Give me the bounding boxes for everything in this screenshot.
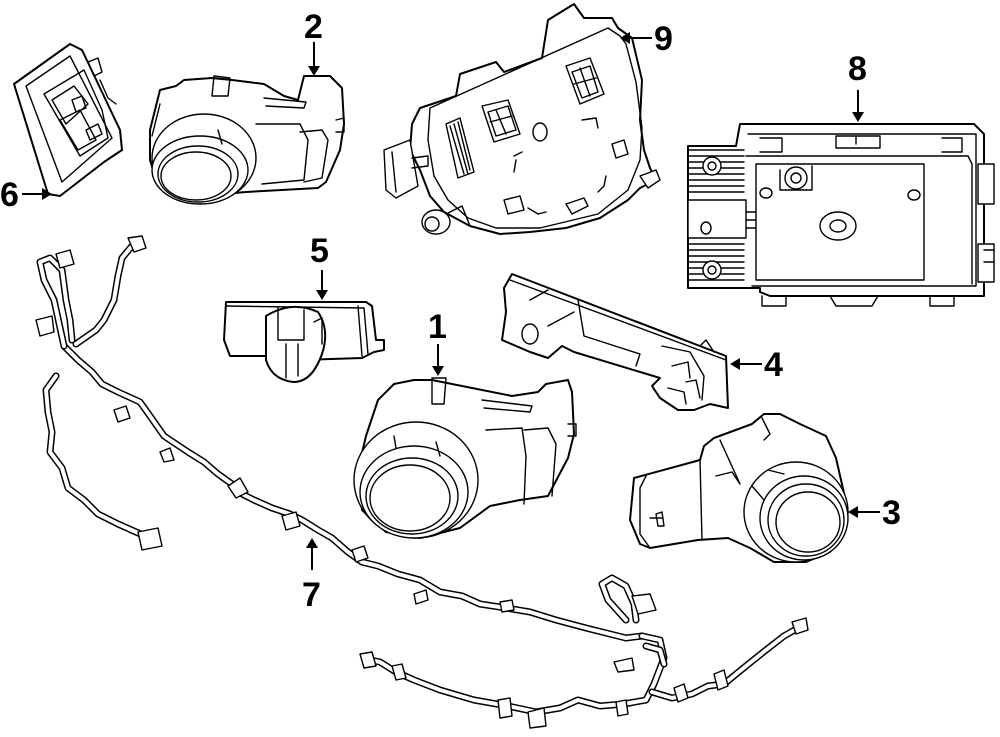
callout-9: 9 [620, 20, 673, 58]
callout-number: 5 [310, 232, 329, 270]
callout-7: 7 [302, 538, 321, 614]
callout-8: 8 [848, 50, 867, 122]
part-6-bezel-frame[interactable] [13, 43, 123, 197]
callout-number: 9 [654, 20, 673, 58]
callout-number: 8 [848, 50, 867, 88]
callout-number: 1 [428, 308, 447, 346]
arrowhead-icon [852, 112, 864, 122]
arrowhead-icon [620, 32, 630, 44]
callout-2: 2 [304, 8, 323, 76]
callout-1: 1 [428, 308, 447, 376]
callout-number: 4 [764, 346, 783, 384]
arrowhead-icon [432, 366, 444, 376]
callout-number: 7 [302, 576, 321, 614]
callout-number: 2 [304, 8, 323, 46]
part-9-switch-panel[interactable] [383, 3, 661, 235]
part-3-parking-sensor[interactable] [629, 413, 849, 563]
arrowhead-icon [42, 188, 52, 200]
arrowhead-icon [730, 358, 740, 370]
callout-number: 6 [0, 176, 19, 214]
callout-4: 4 [730, 346, 783, 384]
part-2-parking-sensor[interactable] [149, 75, 345, 205]
callout-3: 3 [848, 494, 901, 532]
arrowhead-icon [308, 66, 320, 76]
part-1-parking-sensor[interactable] [353, 377, 577, 539]
callout-number: 3 [882, 494, 901, 532]
arrowhead-icon [848, 506, 858, 518]
part-7-wiring-harness[interactable] [35, 235, 809, 729]
part-4-sensor-bracket[interactable] [501, 273, 729, 411]
part-8-control-module[interactable] [687, 123, 995, 307]
arrowhead-icon [306, 538, 318, 548]
callout-6: 6 [0, 176, 52, 214]
arrowhead-icon [316, 290, 328, 300]
callout-5: 5 [310, 232, 329, 300]
part-5-retainer-clip[interactable] [223, 301, 385, 383]
